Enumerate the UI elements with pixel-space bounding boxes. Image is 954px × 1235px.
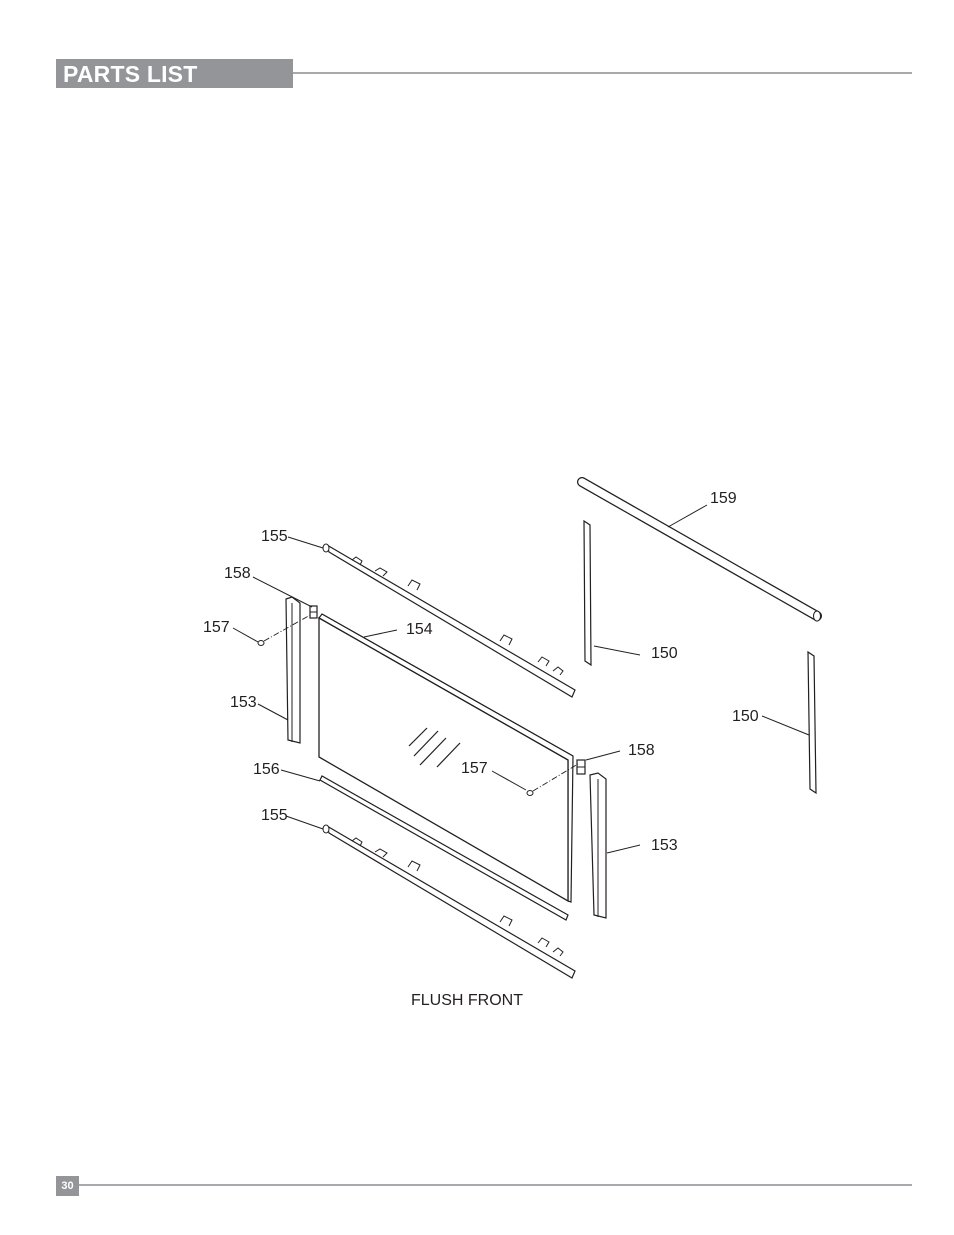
part-157-left-screw: [257, 613, 313, 646]
part-155-bottom-trim: [322, 824, 576, 979]
part-154-glass-panel: [318, 613, 574, 903]
header-rule: [293, 72, 912, 74]
callout-155-bottom: 155: [261, 807, 288, 824]
part-155-top-trim: [322, 543, 576, 698]
part-156-bottom-strip: [319, 775, 569, 921]
callout-157-left: 157: [203, 619, 230, 636]
part-159-rod: [577, 477, 822, 622]
part-150-side-strip-b: [807, 650, 817, 795]
callout-153-left: 153: [230, 694, 257, 711]
section-title: PARTS LIST: [63, 61, 198, 87]
part-158-left-clip: [309, 605, 318, 619]
part-150-side-strip-a: [583, 519, 592, 667]
part-153-left-trim: [285, 596, 301, 744]
callout-150-b: 150: [732, 708, 759, 725]
diagram-caption: FLUSH FRONT: [411, 992, 523, 1009]
callout-153-right: 153: [651, 837, 678, 854]
callout-156: 156: [253, 761, 280, 778]
leader-lines: [232, 504, 810, 854]
part-157-right-screw: [526, 763, 579, 796]
callout-158-left: 158: [224, 565, 251, 582]
callout-154: 154: [406, 621, 433, 638]
section-header: PARTS LIST: [56, 59, 293, 88]
callout-157-right: 157: [461, 760, 488, 777]
callout-159: 159: [710, 490, 737, 507]
part-153-right-trim: [589, 772, 607, 919]
page-number: 30: [56, 1176, 79, 1196]
callout-155-top: 155: [261, 528, 288, 545]
part-158-right-clip: [576, 759, 586, 775]
footer-rule: [79, 1184, 912, 1186]
callout-150-a: 150: [651, 645, 678, 662]
callout-158-right: 158: [628, 742, 655, 759]
